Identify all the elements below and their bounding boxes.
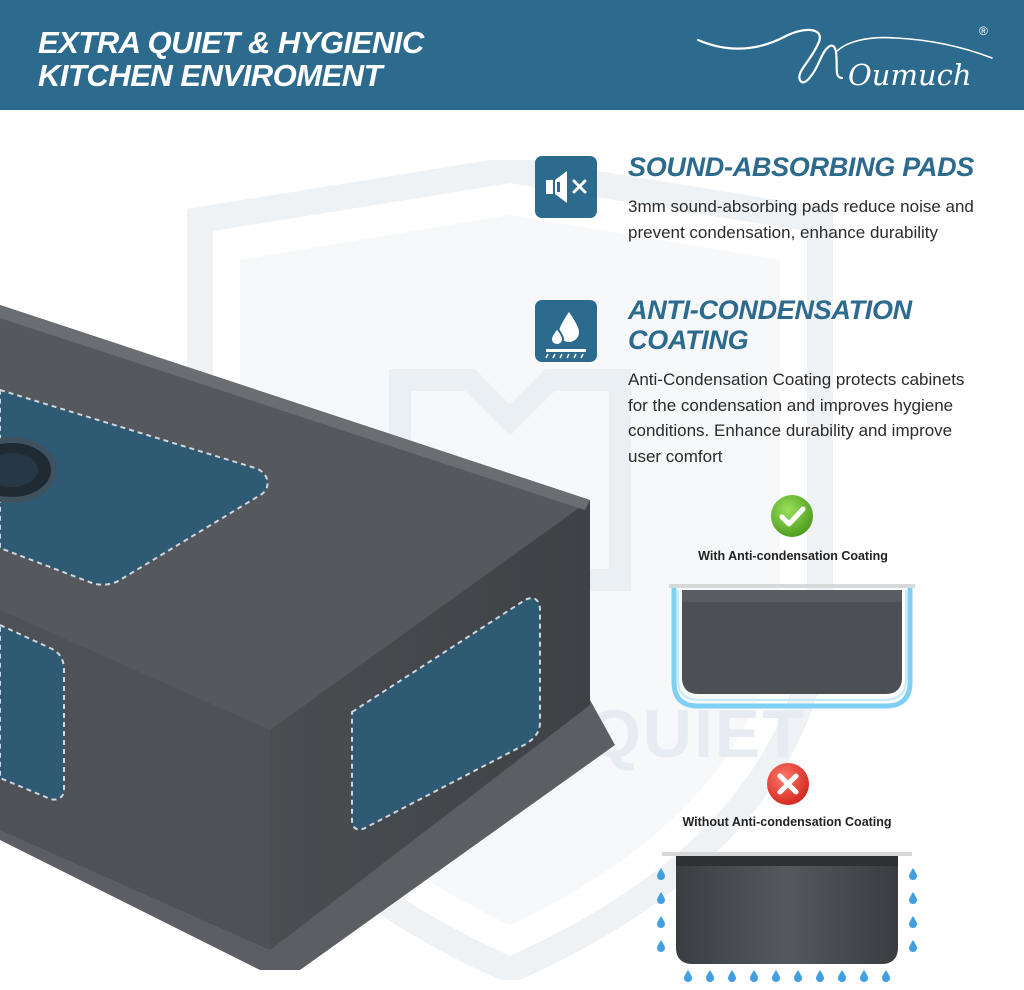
feature-desc-condensation-line4: user comfort — [628, 446, 723, 466]
with-coating-label: With Anti-condensation Coating — [698, 549, 888, 563]
banner-title: EXTRA QUIET & HYGIENIC KITCHEN ENVIROMEN… — [38, 26, 424, 92]
feature-desc-sound: 3mm sound-absorbing pads reduce noise an… — [628, 194, 974, 245]
feature-title-sound: SOUND-ABSORBING PADS — [628, 152, 975, 182]
sink-underside-illustration — [0, 305, 615, 970]
feature-title-condensation-line2: COATING — [628, 325, 749, 355]
speaker-mute-icon — [546, 171, 587, 203]
check-badge-icon — [771, 495, 813, 537]
feature-desc-sound-line1: 3mm sound-absorbing pads reduce noise an… — [628, 197, 974, 216]
cross-badge-icon — [767, 763, 809, 805]
coated-sink-diagram — [669, 584, 915, 709]
feature-icon-box-condensation — [535, 300, 597, 362]
feature-title-condensation-line1: ANTI-CONDENSATION — [628, 295, 912, 325]
banner-title-line1: EXTRA QUIET & HYGIENIC — [38, 25, 424, 60]
feature-desc-condensation: Anti-Condensation Coating protects cabin… — [628, 367, 964, 469]
brand-name: Oumuch — [848, 58, 972, 92]
header-banner: EXTRA QUIET & HYGIENIC KITCHEN ENVIROMEN… — [0, 0, 1024, 110]
without-coating-label: Without Anti-condensation Coating — [682, 815, 892, 829]
condensation-drops-icon — [657, 868, 917, 982]
feature-desc-condensation-line2: for the condensation and improves hygien… — [628, 395, 954, 415]
feature-icon-box-sound — [535, 156, 597, 218]
brand-logo-swirl — [696, 28, 993, 84]
registered-mark: ® — [979, 24, 988, 38]
uncoated-sink-diagram — [657, 852, 917, 982]
quiet-watermark-text: QUIET — [588, 696, 806, 772]
feature-desc-condensation-line1: Anti-Condensation Coating protects cabin… — [628, 370, 965, 389]
feature-title-condensation: ANTI-CONDENSATION COATING — [628, 295, 912, 355]
banner-title-line2: KITCHEN ENVIROMENT — [38, 58, 383, 93]
water-drops-icon — [545, 312, 586, 359]
feature-desc-sound-line2: prevent condensation, enhance durability — [628, 222, 938, 242]
feature-desc-condensation-line3: conditions. Enhance durability and impro… — [628, 421, 953, 440]
